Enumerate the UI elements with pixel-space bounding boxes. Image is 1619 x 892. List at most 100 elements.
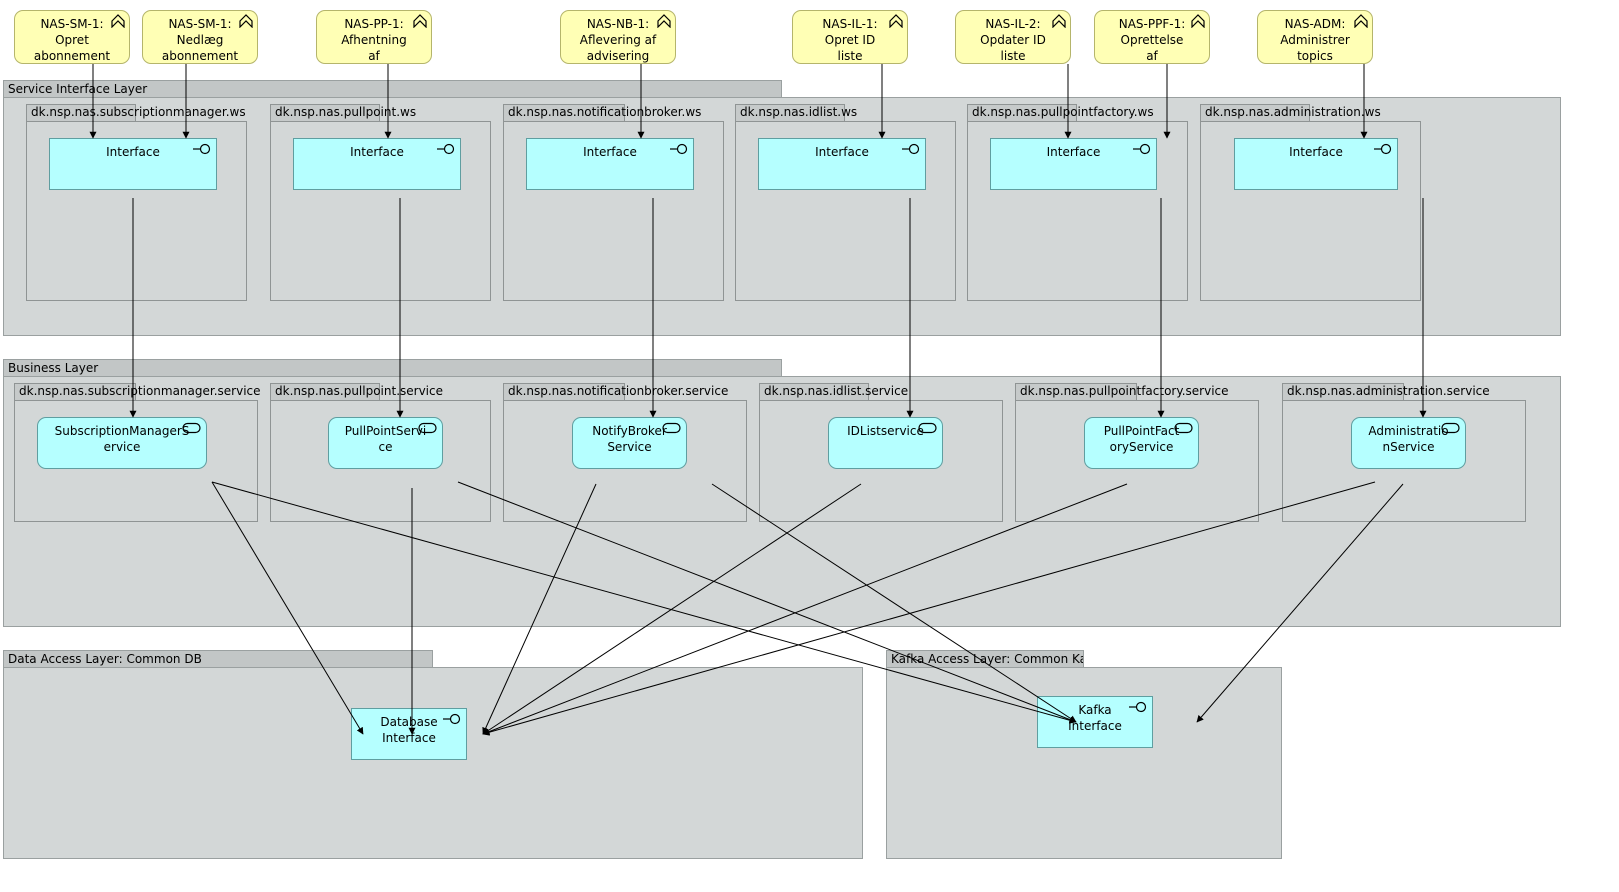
req-line: Administrer xyxy=(1280,33,1350,47)
service-group-label: dk.nsp.nas.subscriptionmanager.service xyxy=(19,384,261,398)
ws-group-tab: dk.nsp.nas.pullpointfactory.ws xyxy=(967,104,1154,122)
service-label: ce xyxy=(378,440,393,454)
service-icon xyxy=(1174,422,1193,434)
requirement-icon xyxy=(889,14,903,28)
interface-pullpoint[interactable]: Interface xyxy=(293,138,461,190)
service-label: PullPointFact xyxy=(1103,424,1180,438)
interface-label: Interface xyxy=(350,145,404,159)
service-icon xyxy=(918,422,937,434)
interface-icon xyxy=(1129,701,1147,713)
interface-label: Interface xyxy=(1289,145,1343,159)
kafka-layer-tab: Kafka Access Layer: Common Kafka xyxy=(886,650,1084,668)
service-group-label: dk.nsp.nas.administration.service xyxy=(1287,384,1490,398)
service-group-label: dk.nsp.nas.notificationbroker.service xyxy=(508,384,729,398)
service-icon xyxy=(182,422,201,434)
interface-label: Interface xyxy=(106,145,160,159)
interface-label: Interface xyxy=(583,145,637,159)
service-subscriptionmanager[interactable]: SubscriptionManagerS ervice xyxy=(37,417,207,469)
req-line: abonnement xyxy=(33,49,111,63)
req-line: topics xyxy=(1297,49,1333,63)
service-label: nService xyxy=(1382,440,1435,454)
kafka-interface-label: Interface xyxy=(1068,719,1122,733)
service-icon xyxy=(418,422,437,434)
interface-icon xyxy=(1133,143,1151,155)
service-label: NotifyBroker xyxy=(592,424,667,438)
requirement-icon xyxy=(413,14,427,28)
req-line: Opdater ID xyxy=(980,33,1046,47)
service-group-tab: dk.nsp.nas.administration.service xyxy=(1282,383,1490,401)
interface-icon xyxy=(902,143,920,155)
service-pullpoint[interactable]: PullPointServi ce xyxy=(328,417,443,469)
requirement-sm-1-delete[interactable]: NAS-SM-1: Nedlæg abonnement xyxy=(142,10,258,64)
ws-group-label: dk.nsp.nas.subscriptionmanager.ws xyxy=(31,105,246,119)
req-line: NAS-PPF-1: xyxy=(1118,17,1186,31)
requirement-adm[interactable]: NAS-ADM: Administrer topics xyxy=(1257,10,1373,64)
service-group-tab: dk.nsp.nas.subscriptionmanager.service xyxy=(14,383,261,401)
req-line: NAS-SM-1: xyxy=(168,17,232,31)
ws-group-label: dk.nsp.nas.pullpointfactory.ws xyxy=(972,105,1154,119)
service-pullpointfactory[interactable]: PullPointFact oryService xyxy=(1084,417,1199,469)
data-layer-tab: Data Access Layer: Common DB xyxy=(3,650,433,668)
req-line: Opret ID liste xyxy=(824,33,876,63)
interface-pullpointfactory[interactable]: Interface xyxy=(990,138,1157,190)
database-interface-label: Interface xyxy=(382,731,436,745)
data-access-layer xyxy=(3,667,863,859)
service-group-label: dk.nsp.nas.pullpoint.service xyxy=(275,384,443,398)
ws-group-tab: dk.nsp.nas.administration.ws xyxy=(1200,104,1381,122)
interface-subscriptionmanager[interactable]: Interface xyxy=(49,138,217,190)
interface-icon xyxy=(193,143,211,155)
service-icon xyxy=(662,422,681,434)
requirement-ppf-1[interactable]: NAS-PPF-1: Oprettelse af pullpoint xyxy=(1094,10,1210,64)
req-line: NAS-SM-1: xyxy=(40,17,104,31)
service-label: oryService xyxy=(1109,440,1174,454)
interface-administration[interactable]: Interface xyxy=(1234,138,1398,190)
kafka-layer-label: Kafka Access Layer: Common Kafka xyxy=(891,652,1084,666)
ws-group-tab: dk.nsp.nas.subscriptionmanager.ws xyxy=(26,104,246,122)
req-line: NAS-IL-2: xyxy=(985,17,1041,31)
requirement-icon xyxy=(239,14,253,28)
interface-notificationbroker[interactable]: Interface xyxy=(526,138,694,190)
service-group-tab: dk.nsp.nas.notificationbroker.service xyxy=(503,383,728,401)
data-layer-label: Data Access Layer: Common DB xyxy=(8,652,202,666)
interface-idlist[interactable]: Interface xyxy=(758,138,926,190)
service-group-label: dk.nsp.nas.pullpointfactory.service xyxy=(1020,384,1229,398)
requirement-icon xyxy=(111,14,125,28)
ws-group-label: dk.nsp.nas.pullpoint.ws xyxy=(275,105,417,119)
req-line: abonnement xyxy=(161,49,239,63)
interface-icon xyxy=(670,143,688,155)
req-line: Opret xyxy=(55,33,89,47)
interface-icon xyxy=(437,143,455,155)
requirement-nb-1[interactable]: NAS-NB-1: Aflevering af advisering xyxy=(560,10,676,64)
service-label: PullPointServi xyxy=(344,424,427,438)
requirement-sm-1-create[interactable]: NAS-SM-1: Opret abonnement xyxy=(14,10,130,64)
requirement-icon xyxy=(1191,14,1205,28)
service-group-tab: dk.nsp.nas.pullpoint.service xyxy=(270,383,443,401)
req-line: NAS-PP-1: xyxy=(344,17,404,31)
interface-label: Interface xyxy=(815,145,869,159)
service-icon xyxy=(1441,422,1460,434)
service-administration[interactable]: Administratio nService xyxy=(1351,417,1466,469)
service-layer-tab: Service Interface Layer xyxy=(3,80,782,98)
interface-label: Interface xyxy=(1046,145,1101,159)
service-label: IDListservice xyxy=(847,424,924,438)
requirement-icon xyxy=(657,14,671,28)
service-label: Administratio xyxy=(1368,424,1449,438)
ws-group-label: dk.nsp.nas.notificationbroker.ws xyxy=(508,105,702,119)
ws-group-tab: dk.nsp.nas.pullpoint.ws xyxy=(270,104,416,122)
kafka-interface[interactable]: Kafka Interface xyxy=(1037,696,1153,748)
service-idlist[interactable]: IDListservice xyxy=(828,417,943,469)
database-interface[interactable]: Database Interface xyxy=(351,708,467,760)
requirement-icon xyxy=(1354,14,1368,28)
req-line: Afhentning af xyxy=(341,33,407,63)
business-layer-tab: Business Layer xyxy=(3,359,782,377)
service-group-label: dk.nsp.nas.idlist.service xyxy=(764,384,909,398)
req-line: NAS-IL-1: xyxy=(822,17,878,31)
requirement-il-1[interactable]: NAS-IL-1: Opret ID liste xyxy=(792,10,908,64)
service-group-tab: dk.nsp.nas.pullpointfactory.service xyxy=(1015,383,1229,401)
service-notifybroker[interactable]: NotifyBroker Service xyxy=(572,417,687,469)
requirement-pp-1[interactable]: NAS-PP-1: Afhentning af advisering xyxy=(316,10,432,64)
requirement-il-2[interactable]: NAS-IL-2: Opdater ID liste xyxy=(955,10,1071,64)
service-group-tab: dk.nsp.nas.idlist.service xyxy=(759,383,908,401)
req-line: liste xyxy=(1000,49,1026,63)
business-layer-label: Business Layer xyxy=(8,361,99,375)
